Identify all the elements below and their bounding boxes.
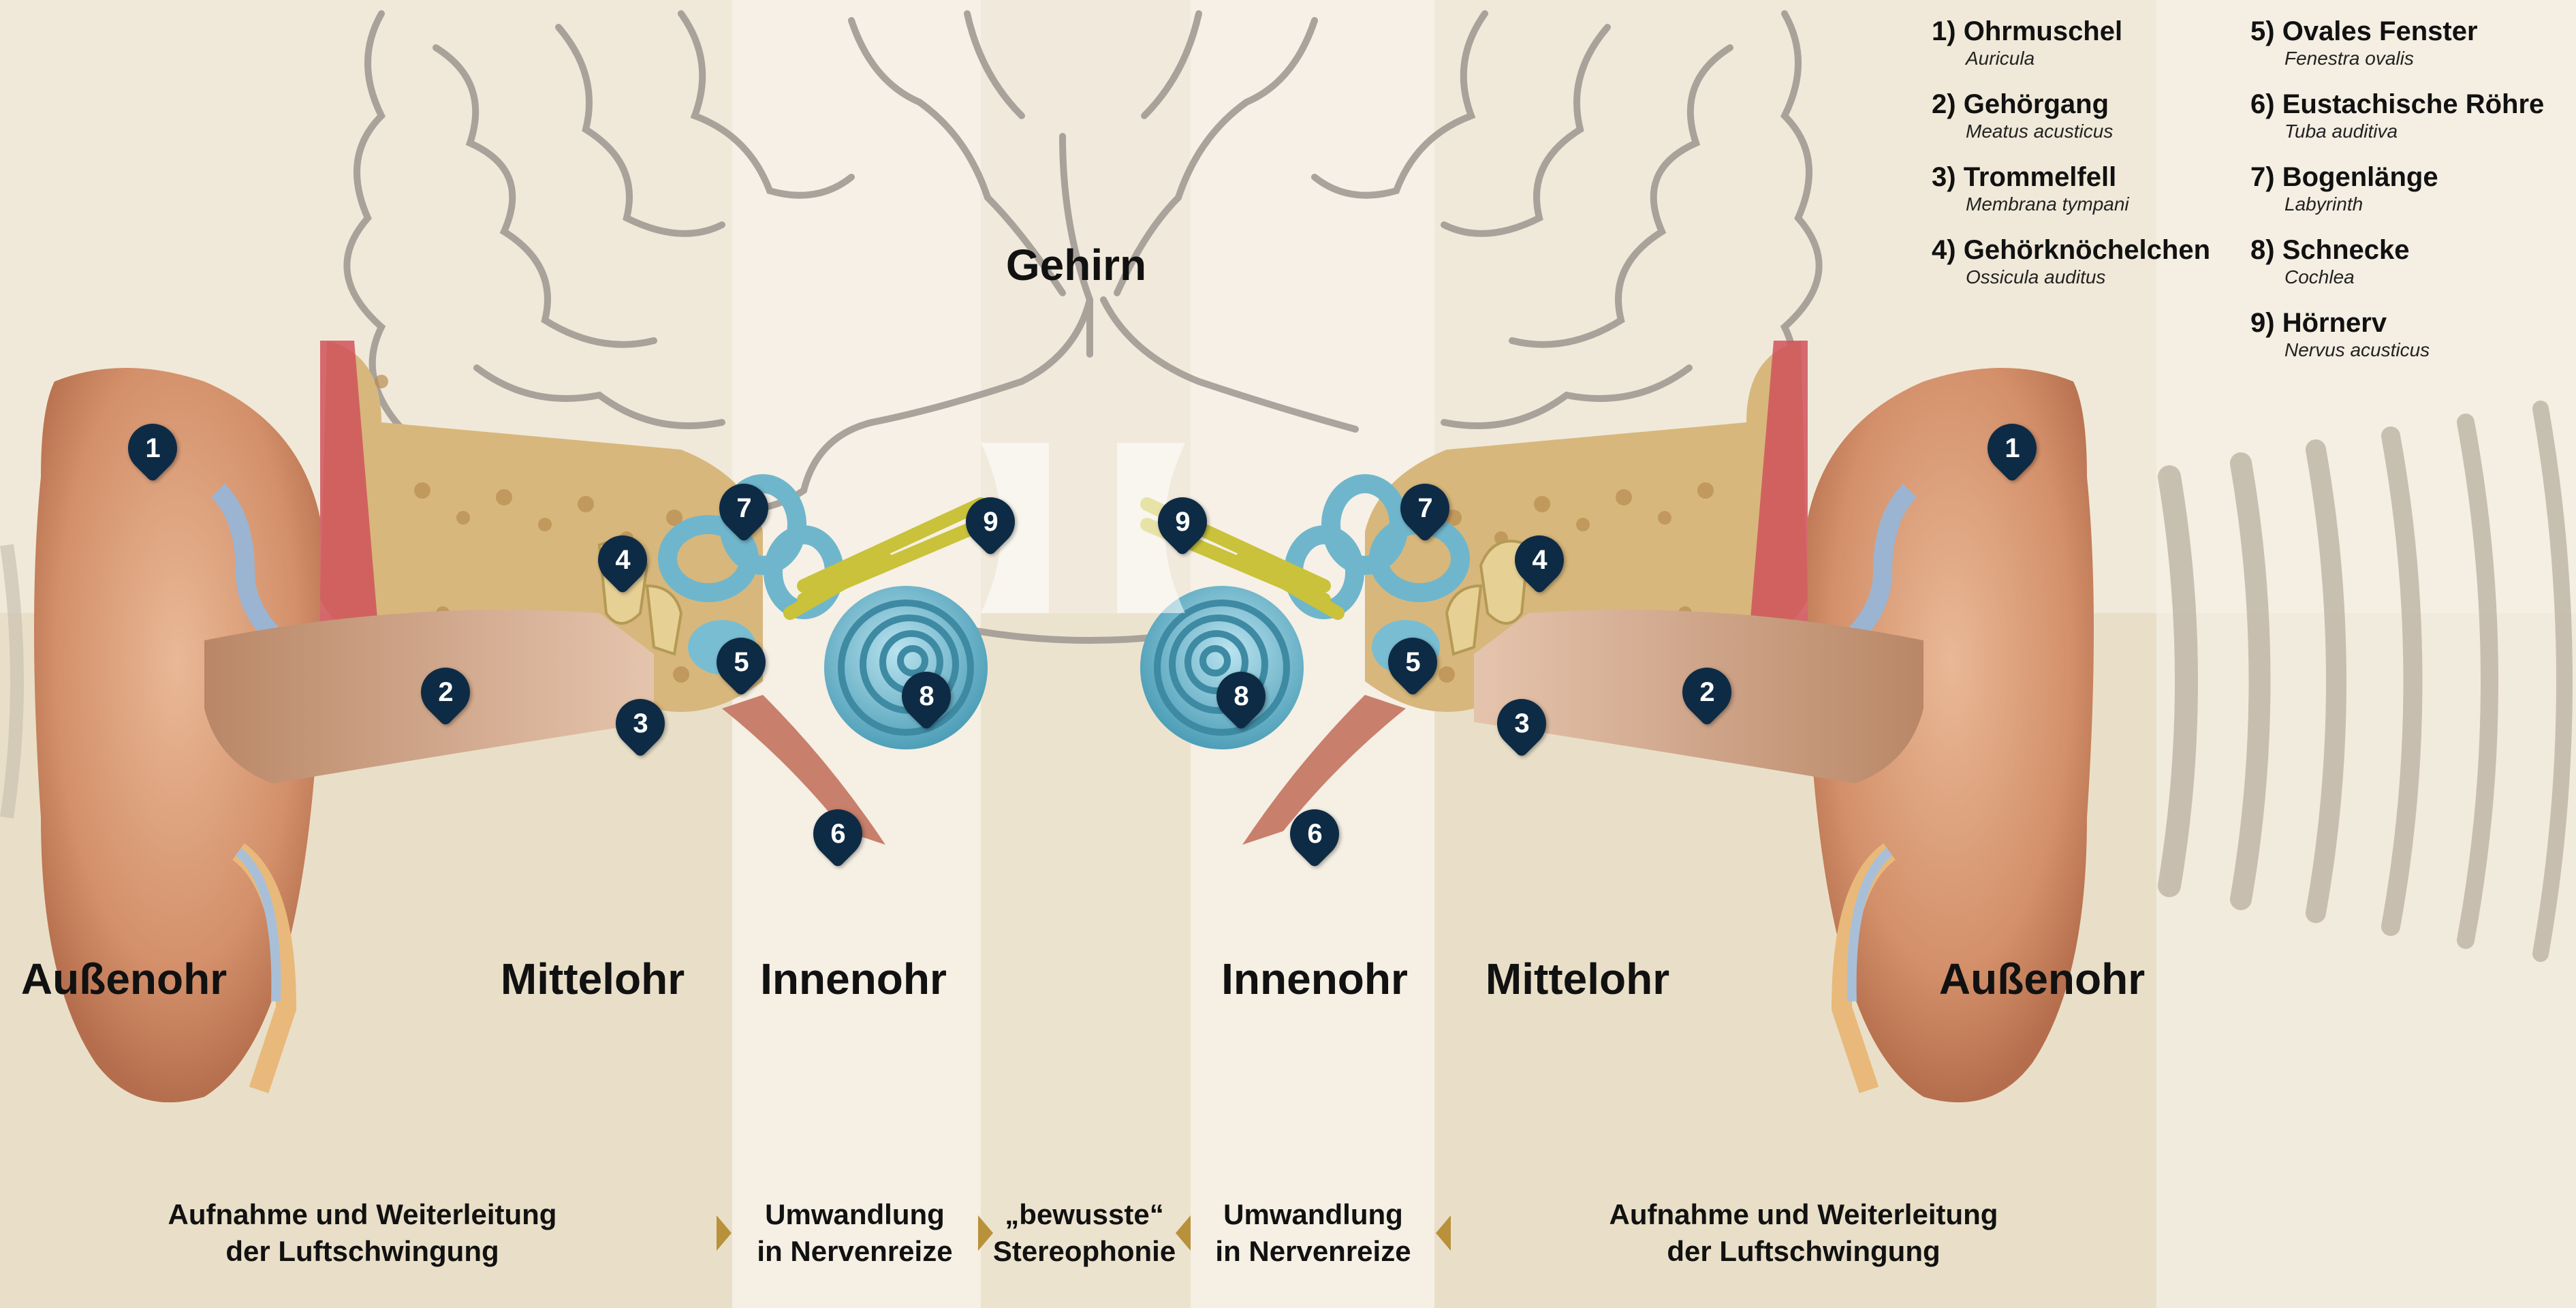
function-line: Stereophonie — [993, 1233, 1176, 1270]
legend-name: Eustachische Röhre — [2282, 89, 2545, 119]
region-right-middle-ear: Mittelohr — [1486, 954, 1669, 1004]
legend-number: 8) — [2250, 235, 2275, 265]
function-line: Aufnahme und Weiterleitung — [168, 1196, 557, 1233]
region-left-inner-ear: Innenohr — [760, 954, 947, 1004]
function-line: „bewusste“ — [993, 1196, 1176, 1233]
legend-name: Hörnerv — [2282, 308, 2387, 338]
function-right-inner: Umwandlung in Nervenreize — [1215, 1196, 1411, 1270]
legend-number: 3) — [1932, 162, 1956, 192]
legend-item-7: 7) Bogenlänge Labyrinth — [2250, 161, 2438, 215]
legend-number: 1) — [1932, 16, 1956, 46]
legend-number: 4) — [1932, 235, 1956, 265]
legend-name: Gehörgang — [1964, 89, 2109, 119]
function-left-inner: Umwandlung in Nervenreize — [757, 1196, 952, 1270]
legend-name: Ohrmuschel — [1964, 16, 2122, 46]
legend-name: Bogenlänge — [2282, 162, 2438, 192]
legend-number: 6) — [2250, 89, 2275, 119]
legend-latin: Fenestra ovalis — [2250, 48, 2478, 69]
legend-item-8: 8) Schnecke Cochlea — [2250, 234, 2409, 288]
legend-number: 9) — [2250, 308, 2275, 338]
legend-latin: Nervus acusticus — [2250, 339, 2430, 361]
legend-item-9: 9) Hörnerv Nervus acusticus — [2250, 307, 2430, 361]
legend-item-4: 4) Gehörknöchelchen Ossicula auditus — [1932, 234, 2210, 288]
function-left-outer-middle: Aufnahme und Weiterleitung der Luftschwi… — [168, 1196, 557, 1270]
function-center-stereophony: „bewusste“ Stereophonie — [993, 1196, 1176, 1270]
legend-latin: Auricula — [1932, 48, 2122, 69]
function-line: in Nervenreize — [757, 1233, 952, 1270]
function-line: Umwandlung — [757, 1196, 952, 1233]
function-line: Umwandlung — [1215, 1196, 1411, 1233]
function-line: in Nervenreize — [1215, 1233, 1411, 1270]
region-right-outer-ear: Außenohr — [1939, 954, 2145, 1004]
legend-name: Schnecke — [2282, 235, 2410, 265]
region-right-inner-ear: Innenohr — [1221, 954, 1408, 1004]
function-right-outer-middle: Aufnahme und Weiterleitung der Luftschwi… — [1609, 1196, 1998, 1270]
legend-number: 2) — [1932, 89, 1956, 119]
legend-latin: Labyrinth — [2250, 193, 2438, 215]
region-left-outer-ear: Außenohr — [21, 954, 227, 1004]
legend-name: Gehörknöchelchen — [1964, 235, 2210, 265]
legend-latin: Meatus acusticus — [1932, 121, 2113, 142]
legend-name: Trommelfell — [1964, 162, 2117, 192]
legend-latin: Ossicula auditus — [1932, 266, 2210, 288]
legend-item-2: 2) Gehörgang Meatus acusticus — [1932, 88, 2113, 142]
function-line: Aufnahme und Weiterleitung — [1609, 1196, 1998, 1233]
function-line: der Luftschwingung — [1609, 1233, 1998, 1270]
region-left-middle-ear: Mittelohr — [501, 954, 685, 1004]
legend-latin: Tuba auditiva — [2250, 121, 2544, 142]
brain-title: Gehirn — [1006, 240, 1146, 290]
legend-item-3: 3) Trommelfell Membrana tympani — [1932, 161, 2129, 215]
legend-number: 5) — [2250, 16, 2275, 46]
legend-latin: Cochlea — [2250, 266, 2409, 288]
function-line: der Luftschwingung — [168, 1233, 557, 1270]
legend-item-1: 1) Ohrmuschel Auricula — [1932, 15, 2122, 69]
legend-name: Ovales Fenster — [2282, 16, 2478, 46]
legend-item-6: 6) Eustachische Röhre Tuba auditiva — [2250, 88, 2544, 142]
legend-number: 7) — [2250, 162, 2275, 192]
legend-latin: Membrana tympani — [1932, 193, 2129, 215]
legend-item-5: 5) Ovales Fenster Fenestra ovalis — [2250, 15, 2478, 69]
